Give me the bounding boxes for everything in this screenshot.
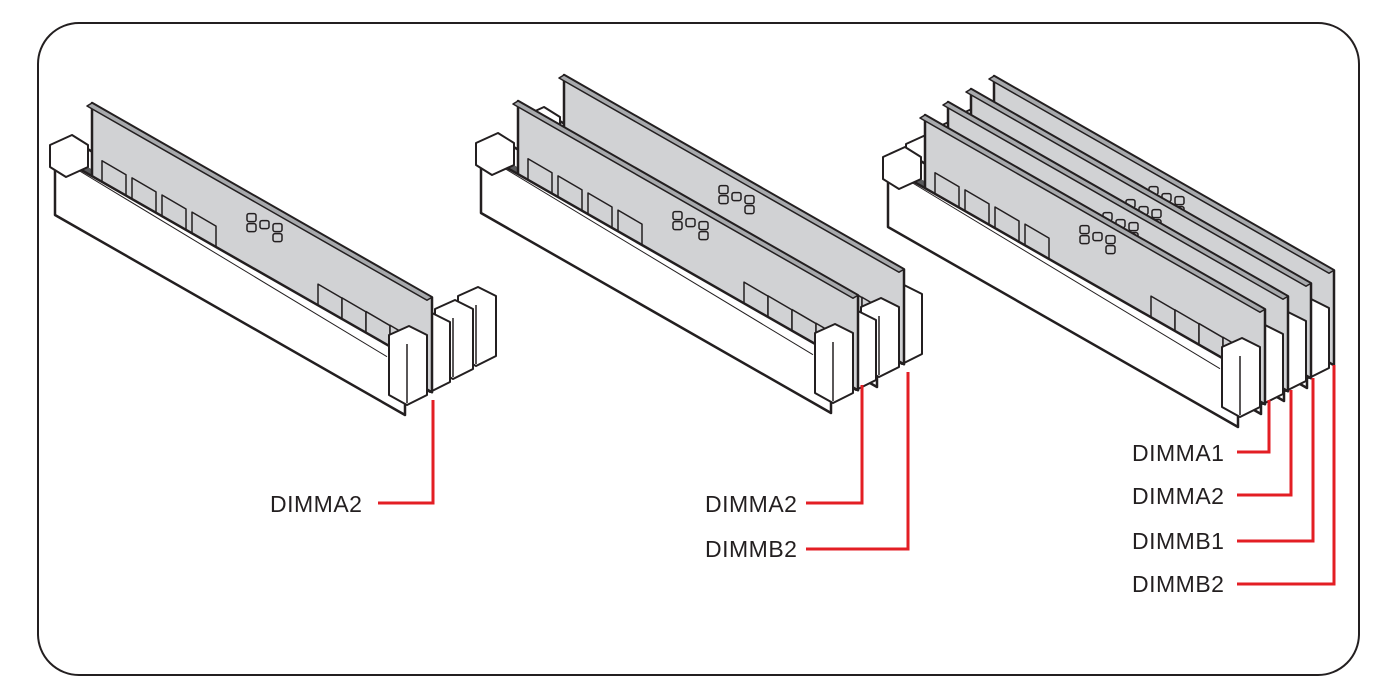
leader-line xyxy=(806,385,864,505)
smd-component xyxy=(259,219,270,230)
slot-edge-line xyxy=(72,166,388,358)
label-g3-dimma1: DIMMA1 xyxy=(1132,440,1225,466)
smd-component xyxy=(685,217,696,228)
smd-component xyxy=(744,194,755,205)
leader-line xyxy=(1237,378,1315,543)
smd-component xyxy=(744,204,755,215)
smd-component xyxy=(672,220,683,231)
smd-component xyxy=(1151,208,1162,219)
label-g2-dimma2: DIMMA2 xyxy=(705,491,798,517)
module-top-edge xyxy=(512,100,859,300)
smd-component xyxy=(1092,231,1103,242)
leader-line xyxy=(378,400,435,505)
smd-component xyxy=(718,194,729,205)
module-top-edge xyxy=(988,75,1335,275)
smd-component xyxy=(1105,234,1116,245)
left-latch xyxy=(882,146,922,190)
left-latch xyxy=(49,134,89,178)
label-g3-dimma2: DIMMA2 xyxy=(1132,483,1225,509)
label-g3-dimmb1: DIMMB1 xyxy=(1132,528,1225,554)
smd-component xyxy=(1079,224,1090,235)
module-top-edge xyxy=(86,102,433,302)
module-top-edge xyxy=(942,101,1289,301)
label-g2-dimmb2: DIMMB2 xyxy=(705,536,798,562)
smd-component xyxy=(1079,234,1090,245)
leader-line xyxy=(1237,400,1271,454)
smd-component xyxy=(672,210,683,221)
slot-front xyxy=(479,151,833,415)
right-latch xyxy=(1221,337,1261,418)
smd-component xyxy=(1128,221,1139,232)
label-g1-dimma2: DIMMA2 xyxy=(270,491,363,517)
left-latch xyxy=(475,132,515,176)
module-top-edge xyxy=(965,88,1312,288)
smd-component xyxy=(698,220,709,231)
leader-line xyxy=(1237,365,1336,586)
right-latch xyxy=(814,323,854,404)
smd-component xyxy=(272,222,283,233)
smd-component xyxy=(246,222,257,233)
label-g3-dimmb2: DIMMB2 xyxy=(1132,571,1225,597)
module-top-edge xyxy=(558,74,905,274)
slot-edge-line xyxy=(498,164,814,356)
diagram-frame xyxy=(37,22,1360,676)
smd-component xyxy=(1174,195,1185,206)
module-top-edge xyxy=(919,114,1266,314)
right-latch xyxy=(388,325,428,406)
smd-component xyxy=(246,212,257,223)
smd-component xyxy=(698,230,709,241)
smd-component xyxy=(718,184,729,195)
slot-front xyxy=(886,165,1240,429)
smd-component xyxy=(731,191,742,202)
leader-line xyxy=(1237,390,1293,497)
slot-edge-line xyxy=(905,178,1221,370)
leader-line xyxy=(806,372,910,551)
slot-front xyxy=(53,153,407,417)
smd-component xyxy=(1105,244,1116,255)
smd-component xyxy=(272,232,283,243)
